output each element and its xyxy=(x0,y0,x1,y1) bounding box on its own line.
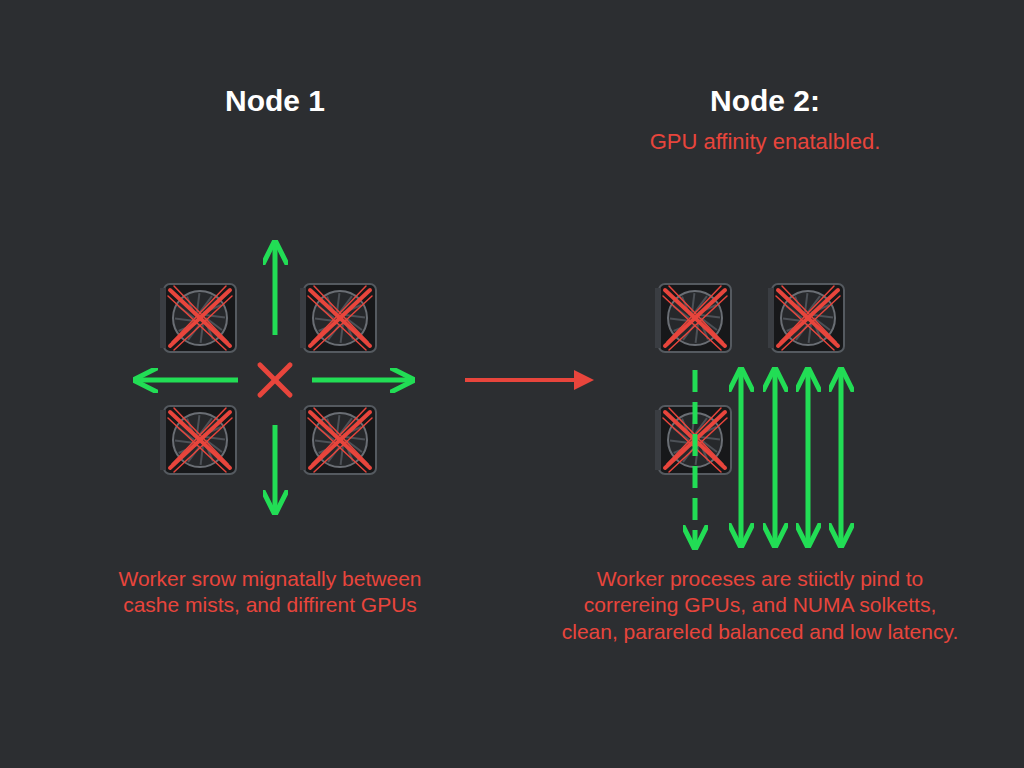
caption-text: Worker proceses are stiictly pind to cor… xyxy=(560,566,960,645)
gpu-icon xyxy=(300,284,376,352)
migration-arrows xyxy=(138,245,410,510)
transition-arrow xyxy=(465,378,590,382)
node-heading: Node 1 xyxy=(125,82,425,120)
node-heading: Node 2: xyxy=(615,82,915,120)
gpu-icon xyxy=(300,406,376,474)
arrow-up xyxy=(273,245,278,335)
arrow-down xyxy=(273,425,278,510)
gpu-icon xyxy=(768,284,844,352)
double-arrow xyxy=(839,372,844,543)
gpu-icon xyxy=(160,284,236,352)
double-arrow xyxy=(773,372,778,543)
affinity-status: GPU affinity enatalbled. xyxy=(565,128,965,156)
double-arrow xyxy=(806,372,811,543)
pinned-arrows xyxy=(695,370,841,545)
arrow-right xyxy=(312,378,410,383)
double-arrow xyxy=(739,372,744,543)
gpu-icon xyxy=(655,284,731,352)
arrow-left xyxy=(138,378,238,383)
center-cross xyxy=(260,365,290,395)
dashed-arrow xyxy=(693,370,698,545)
caption-text: Worker srow mignatally between cashe mis… xyxy=(95,566,445,619)
gpu-icon xyxy=(160,406,236,474)
